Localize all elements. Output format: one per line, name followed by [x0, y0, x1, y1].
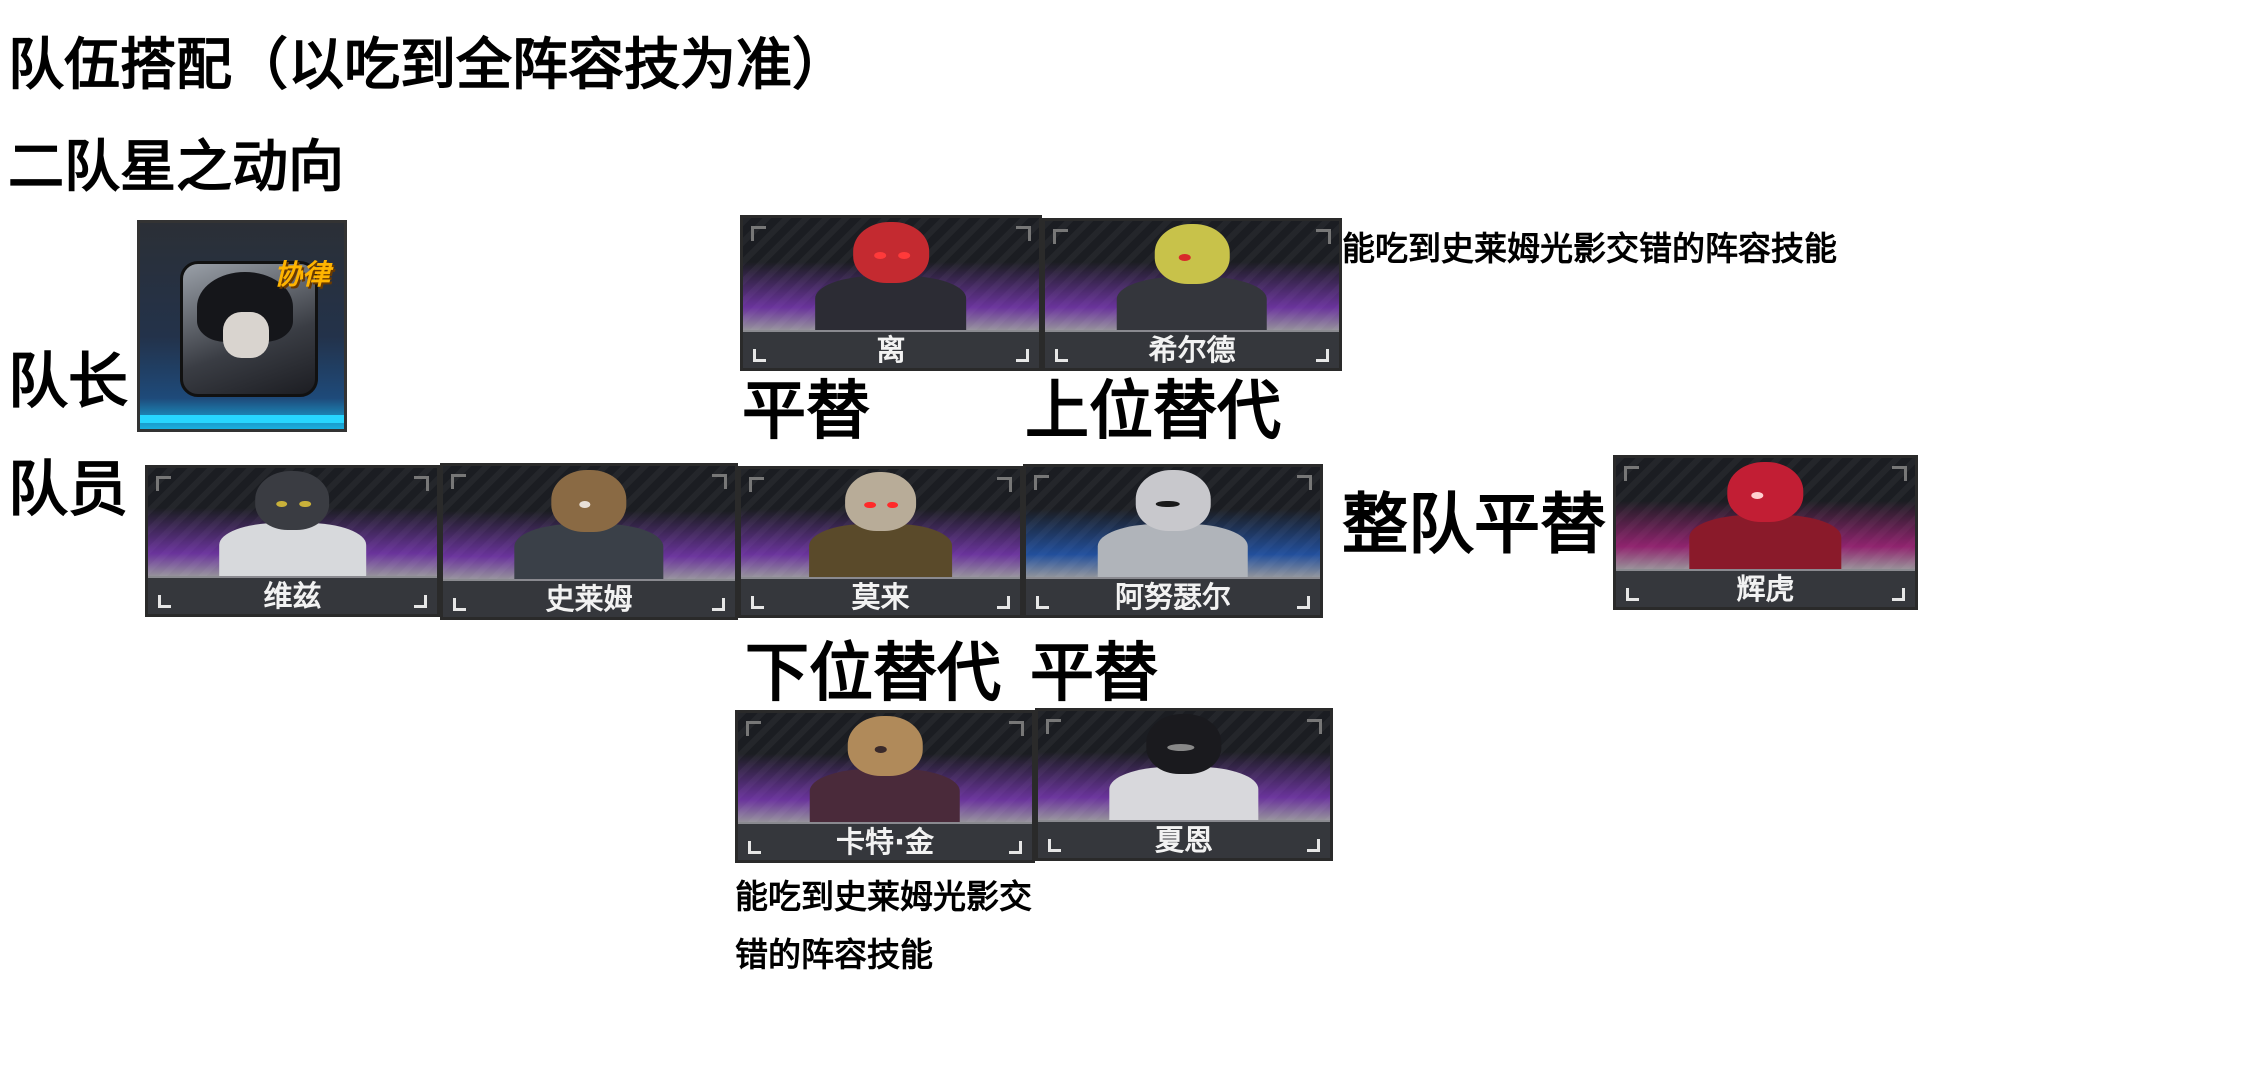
card-name: 史莱姆 — [443, 579, 735, 617]
card-anuseer[interactable]: 阿努瑟尔 — [1023, 464, 1323, 618]
card-name: 夏恩 — [1038, 820, 1330, 858]
card-name: 离 — [743, 330, 1039, 368]
label-alt-whole-team: 整队平替 — [1342, 486, 1606, 563]
label-alt-upgrade: 上位替代 — [1025, 375, 1281, 449]
portrait-xierde — [1107, 221, 1278, 332]
card-xiaen[interactable]: 夏恩 — [1035, 708, 1333, 861]
team-subtitle: 二队星之动向 — [8, 135, 344, 200]
card-huihu[interactable]: 辉虎 — [1613, 455, 1918, 610]
card-name: 希尔德 — [1045, 330, 1339, 368]
leader-card[interactable]: 协律 — [137, 220, 347, 432]
portrait-anuseer — [1088, 467, 1259, 579]
portrait-huihu — [1679, 458, 1852, 571]
card-shilaimu[interactable]: 史莱姆 — [440, 463, 738, 620]
leader-label: 队长 — [8, 347, 128, 417]
portrait-xiaen — [1099, 711, 1268, 822]
note-top-right: 能吃到史莱姆光影交错的阵容技能 — [1342, 229, 1837, 268]
label-alt-downgrade: 下位替代 — [745, 637, 1001, 711]
card-name: 莫来 — [741, 577, 1020, 615]
members-label: 队员 — [8, 455, 128, 525]
portrait-katejin — [800, 713, 971, 824]
card-molai[interactable]: 莫来 — [738, 466, 1023, 618]
card-name: 维兹 — [148, 576, 437, 614]
leader-badge: 协律 — [273, 258, 330, 291]
card-xierde[interactable]: 希尔德 — [1042, 218, 1342, 371]
portrait-weizi — [209, 468, 377, 578]
page-title: 队伍搭配（以吃到全阵容技为准） — [8, 33, 848, 98]
card-li[interactable]: 离 — [740, 215, 1042, 371]
card-name: 辉虎 — [1616, 569, 1915, 607]
label-alt-same-top: 平替 — [742, 375, 870, 449]
card-name: 阿努瑟尔 — [1026, 577, 1320, 615]
label-alt-same-bottom: 平替 — [1030, 637, 1158, 711]
portrait-shilaimu — [504, 466, 673, 581]
card-katejin[interactable]: 卡特·金 — [735, 710, 1035, 863]
note-bottom: 能吃到史莱姆光影交错的阵容技能 — [735, 877, 1032, 974]
card-weizi[interactable]: 维兹 — [145, 465, 440, 617]
portrait-li — [805, 218, 977, 332]
card-name: 卡特·金 — [738, 822, 1032, 860]
leader-portrait — [180, 261, 318, 397]
portrait-molai — [800, 469, 962, 579]
